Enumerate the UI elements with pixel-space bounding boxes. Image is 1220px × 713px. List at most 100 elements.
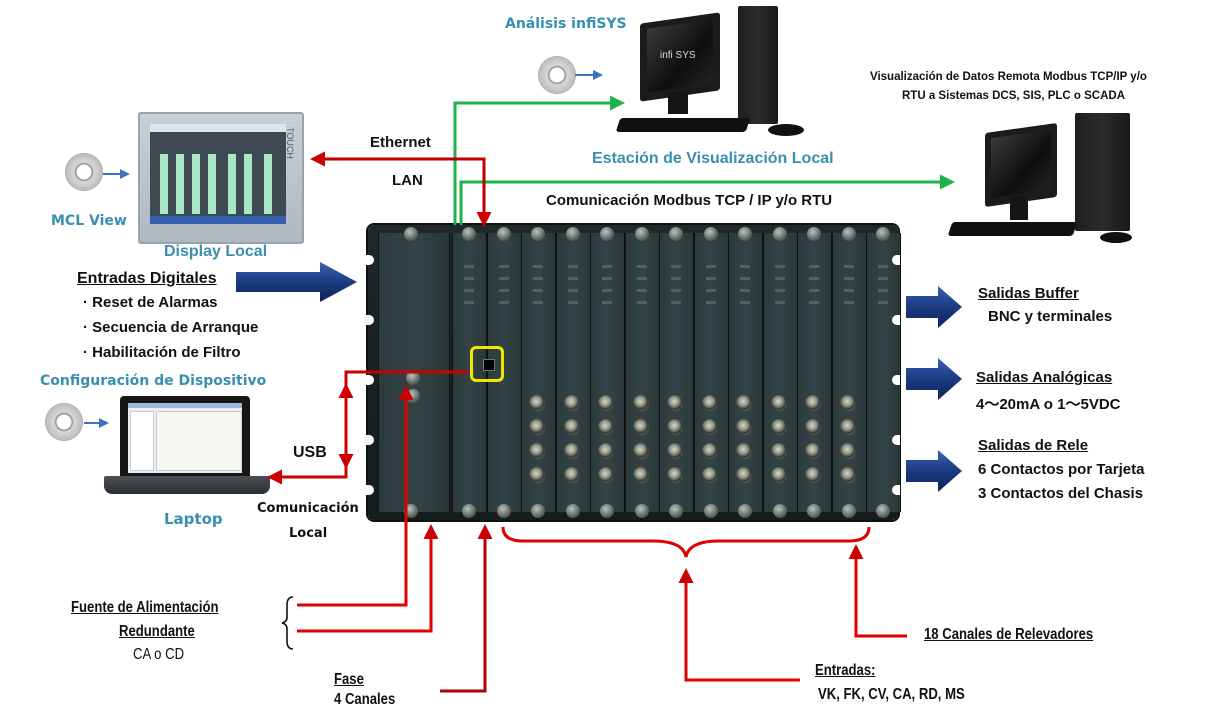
bnc-connector: [632, 467, 649, 483]
bnc-connector: [529, 395, 545, 411]
card-led: [671, 277, 681, 280]
card-screw: [462, 504, 476, 518]
relays-link: [848, 544, 907, 638]
card-screw: [876, 227, 890, 241]
bnc-connector: [598, 395, 614, 411]
power-line2: Redundante: [119, 623, 195, 640]
relays-label: 18 Canales de Relevadores: [924, 626, 1094, 643]
card-led: [809, 289, 819, 292]
chassis-screw: [404, 227, 418, 241]
card-screw: [634, 227, 649, 241]
analog-output-arrow: [906, 358, 962, 400]
mount-notch: [366, 255, 374, 265]
card-led: [809, 265, 819, 268]
power-switch: [406, 371, 420, 385]
card-led: [705, 265, 716, 268]
buffer-output-arrow: [906, 286, 962, 328]
output-title: Salidas Analógicas: [976, 369, 1113, 386]
card-led: [602, 265, 612, 268]
card-screw: [462, 227, 476, 241]
tower: [1075, 113, 1130, 231]
card-screw: [669, 227, 683, 241]
card-led: [843, 265, 854, 268]
card-led: [602, 301, 612, 304]
card-led: [464, 277, 474, 280]
local-comm-line2: Local: [289, 526, 328, 541]
bnc-connector: [667, 395, 683, 411]
card-led: [878, 277, 888, 280]
digital-input-item: · Reset de Alarmas: [83, 294, 218, 311]
card-screw: [807, 227, 821, 241]
card-screw: [531, 227, 545, 241]
bnc-connector: [563, 395, 580, 411]
card-led: [843, 301, 854, 304]
bnc-connector: [667, 467, 683, 483]
bnc-connector: [736, 467, 752, 483]
lan-label: LAN: [392, 172, 423, 189]
bnc-connector: [529, 419, 545, 435]
card-led: [740, 301, 750, 304]
card-led: [809, 277, 819, 280]
card-led: [498, 301, 509, 304]
card-led: [878, 289, 888, 292]
bnc-connector: [632, 395, 649, 411]
mouse: [1100, 232, 1132, 243]
usb-port: [483, 359, 495, 371]
card-led: [498, 265, 509, 268]
mount-notch: [892, 315, 900, 325]
inputs-list: VK, FK, CV, CA, RD, MS: [818, 686, 965, 703]
digital-inputs-arrow: [236, 262, 357, 302]
card-led: [464, 289, 474, 292]
card-led: [843, 277, 854, 280]
modbus-label: Comunicación Modbus TCP / IP y/o RTU: [546, 192, 833, 209]
digital-input-item: · Secuencia de Arranque: [83, 319, 259, 336]
card-screw: [703, 227, 718, 241]
digital-input-text: Reset de Alarmas: [92, 294, 218, 311]
digital-inputs-title: Entradas Digitales: [77, 270, 217, 287]
card-led: [705, 289, 716, 292]
power-switch: [406, 389, 420, 403]
card-screw: [565, 504, 580, 518]
laptop-label: Laptop: [164, 510, 223, 528]
keyboard: [615, 118, 751, 132]
card-led: [740, 277, 750, 280]
mount-notch: [892, 255, 900, 265]
bnc-connector: [667, 443, 683, 459]
bnc-connector: [598, 467, 614, 483]
bnc-connector: [839, 419, 856, 435]
card-screw: [841, 227, 856, 241]
monitor-brand: infi SYS: [660, 50, 696, 61]
card-screw: [496, 227, 511, 241]
card-screw: [600, 504, 614, 518]
mount-notch: [366, 375, 374, 385]
touch-display: TOUCH: [138, 112, 304, 244]
card-screw: [703, 504, 718, 518]
bnc-connector: [805, 419, 821, 435]
cd-icon: [45, 403, 83, 441]
card-led: [636, 301, 647, 304]
bnc-connector: [770, 395, 787, 411]
infisys-label: Análisis infiSYS: [505, 16, 627, 32]
card-screw: [738, 504, 752, 518]
card-slot: [555, 233, 591, 512]
ethernet-label: Ethernet: [370, 134, 431, 151]
digital-input-text: Habilitación de Filtro: [92, 344, 241, 361]
output-title: Salidas Buffer: [978, 285, 1079, 302]
card-screw: [841, 504, 856, 518]
card-led: [705, 301, 716, 304]
local-comm-line1: Comunicación: [257, 501, 359, 516]
card-slot: [659, 233, 694, 512]
bnc-connector: [563, 467, 580, 483]
card-led: [705, 277, 716, 280]
card-led: [774, 277, 785, 280]
card-led: [602, 289, 612, 292]
card-led: [498, 289, 509, 292]
card-led: [567, 301, 578, 304]
card-led: [878, 265, 888, 268]
bnc-connector: [736, 395, 752, 411]
keyboard: [947, 222, 1078, 236]
ethernet-link: [310, 151, 486, 224]
card-screw: [876, 504, 890, 518]
bnc-connector: [563, 443, 580, 459]
bnc-connector: [805, 467, 821, 483]
